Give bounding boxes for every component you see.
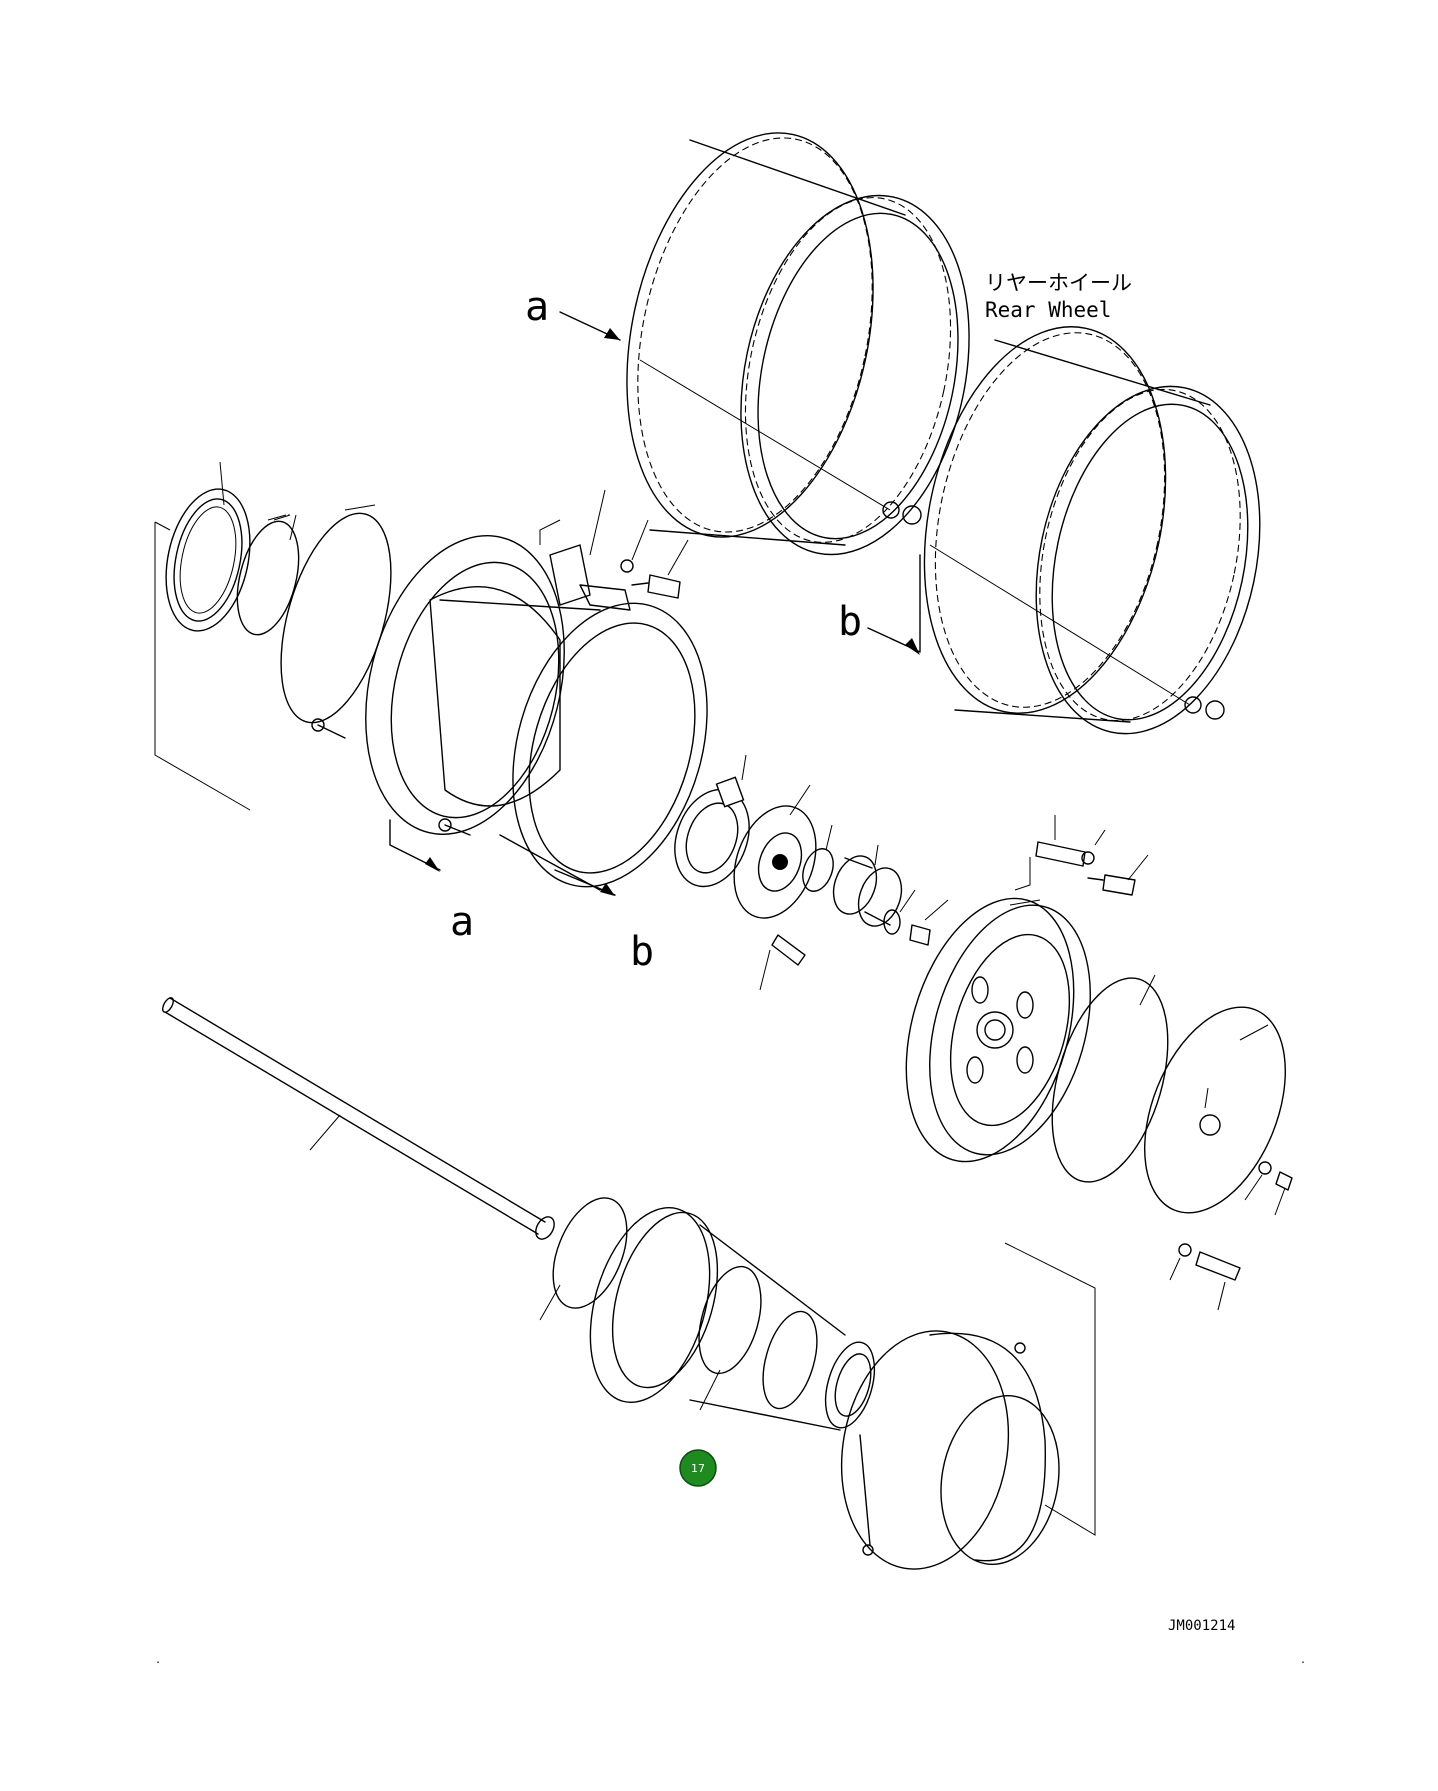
ref-b-bottom: b (630, 929, 654, 975)
leader-snap-ring (899, 889, 916, 913)
cover-plate (1144, 1006, 1293, 1311)
ref-a-bottom-arrow (389, 819, 441, 871)
bracket-left (154, 522, 251, 811)
marker-circle[interactable] (679, 1449, 717, 1487)
roller-bearing (832, 844, 903, 927)
leader-o-ring-hub (1139, 974, 1156, 1006)
ref-b-top: b (838, 599, 862, 645)
friction-disc (674, 754, 750, 888)
snap-ring (883, 909, 901, 935)
bracket-right (1004, 1242, 1096, 1536)
carrier-bracket (1014, 815, 1149, 896)
spindle (589, 1206, 876, 1431)
corner-mark-right: . (1300, 1655, 1306, 1666)
o-ring-spindle (552, 1197, 628, 1309)
ref-a-top: a (525, 284, 549, 330)
sensor-bracket (539, 489, 689, 611)
rear-wheel-upper (626, 132, 970, 556)
part-marker-17[interactable]: 17 (679, 1449, 717, 1487)
leader-nut (924, 899, 949, 921)
leader-o-ring-spindle (539, 1284, 561, 1321)
ref-a-top-arrowhead (604, 328, 620, 340)
brake-housing (311, 535, 708, 891)
axle-shaft (162, 997, 555, 1240)
bolt-small (759, 934, 806, 991)
ref-b-bottom-arrowhead (600, 883, 615, 896)
o-ring-small (236, 520, 300, 636)
thrust-plate (733, 784, 817, 919)
rear-wheel-jp-label: リヤーホイール (985, 271, 1132, 295)
rear-wheel-en-label: Rear Wheel (985, 298, 1111, 322)
corner-mark-left: . (155, 1655, 161, 1666)
ref-a-bottom-arrowhead (425, 857, 440, 872)
planetary-carrier (905, 897, 1091, 1163)
leader-o-ring-small (273, 514, 291, 521)
seal-ring (165, 461, 251, 632)
drawing-id: JM001214 (1168, 1618, 1235, 1634)
nut (909, 924, 931, 946)
ref-b-top-arrow (867, 554, 921, 653)
rear-wheel-lower (923, 326, 1261, 735)
ref-b-top-arrowhead (905, 638, 920, 655)
o-ring-hub (1051, 977, 1169, 1183)
bearing-race (802, 848, 834, 892)
leader-bearing-race (825, 824, 833, 851)
ref-a-bottom: a (450, 899, 474, 945)
final-drive-housing (840, 1330, 1060, 1570)
marker-number[interactable]: 17 (691, 1462, 705, 1475)
